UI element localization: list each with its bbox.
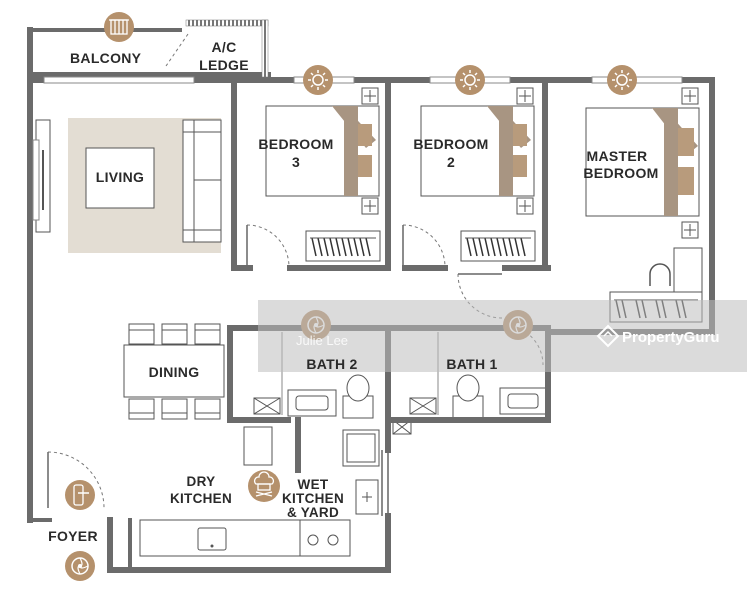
toilet: [456, 374, 480, 402]
bed: [585, 107, 700, 217]
bed: [420, 105, 535, 197]
dining-table: [123, 344, 225, 398]
watermark-agent: Julie Lee: [296, 333, 348, 348]
door-leaves: [47, 225, 502, 516]
dining-furniture: [123, 323, 225, 420]
wardrobe: [460, 230, 536, 262]
walls: [27, 27, 715, 573]
chef-icon: [248, 470, 280, 502]
kitchen-sink: [197, 527, 227, 551]
label-bedroom-3: BEDROOM: [258, 136, 333, 152]
propertyguru-logo-icon: [596, 324, 620, 348]
bath-2-fixtures: [253, 332, 374, 419]
pillow: [513, 124, 527, 146]
living-table: [85, 147, 155, 209]
watermark: Julie Lee PropertyGuru: [258, 300, 747, 372]
label-bath-1: BATH 1: [446, 356, 497, 372]
pillow: [358, 155, 372, 177]
stove-burner: [327, 534, 339, 546]
basin: [499, 387, 547, 415]
label-dry-kitchen-2: KITCHEN: [170, 491, 232, 506]
bedroom-2-furniture: [420, 87, 536, 262]
ac-ledge-railing: [185, 19, 269, 78]
watermark-band: [258, 300, 747, 372]
label-ac-ledge: A/C: [211, 39, 236, 55]
dining-chairs: [128, 323, 221, 420]
label-balcony: BALCONY: [70, 50, 142, 66]
label-bedroom-2: BEDROOM: [413, 136, 488, 152]
dressing-table: [673, 247, 703, 293]
fridge: [243, 426, 273, 466]
label-wet-kitchen-3: & YARD: [287, 505, 339, 520]
label-dining: DINING: [149, 364, 200, 380]
washer: [342, 429, 380, 467]
label-bath-2: BATH 2: [306, 356, 357, 372]
pillow: [358, 124, 372, 146]
label-master-bedroom: MASTER: [587, 148, 648, 164]
pillow: [513, 155, 527, 177]
door-lock-icon: [65, 480, 95, 510]
bedroom-3-furniture: [265, 87, 381, 262]
sun-icon: [303, 65, 333, 95]
label-ac-ledge-2: LEDGE: [199, 57, 249, 73]
master-bedroom-furniture: [585, 87, 703, 323]
toilet: [346, 374, 370, 402]
label-wet-kitchen-2: KITCHEN: [282, 491, 344, 506]
sofa: [182, 119, 222, 243]
label-bedroom-3-num: 3: [292, 154, 300, 170]
stove-burner: [307, 534, 319, 546]
label-bedroom-2-num: 2: [447, 154, 455, 170]
watermark-brand: PropertyGuru: [622, 329, 720, 346]
sun-icon: [455, 65, 485, 95]
sun-icon: [607, 65, 637, 95]
bath-1-fixtures: [392, 332, 547, 435]
fan-icon: [65, 551, 95, 581]
wardrobe: [305, 230, 381, 262]
label-living: LIVING: [96, 169, 144, 185]
kitchen-fixtures: [139, 426, 380, 557]
balcony-icon: [104, 12, 134, 42]
pillow: [678, 167, 694, 195]
wet-kitchen-counter: [299, 519, 351, 557]
label-wet-kitchen: WET: [298, 477, 329, 492]
bed: [265, 105, 380, 197]
basin: [287, 389, 337, 417]
pillow: [678, 128, 694, 156]
label-foyer: FOYER: [48, 528, 98, 544]
room-labels: BALCONY A/C LEDGE LIVING BEDROOM 3 BEDRO…: [48, 39, 658, 544]
label-master-bedroom-2: BEDROOM: [583, 165, 658, 181]
label-dry-kitchen: DRY: [187, 474, 216, 489]
